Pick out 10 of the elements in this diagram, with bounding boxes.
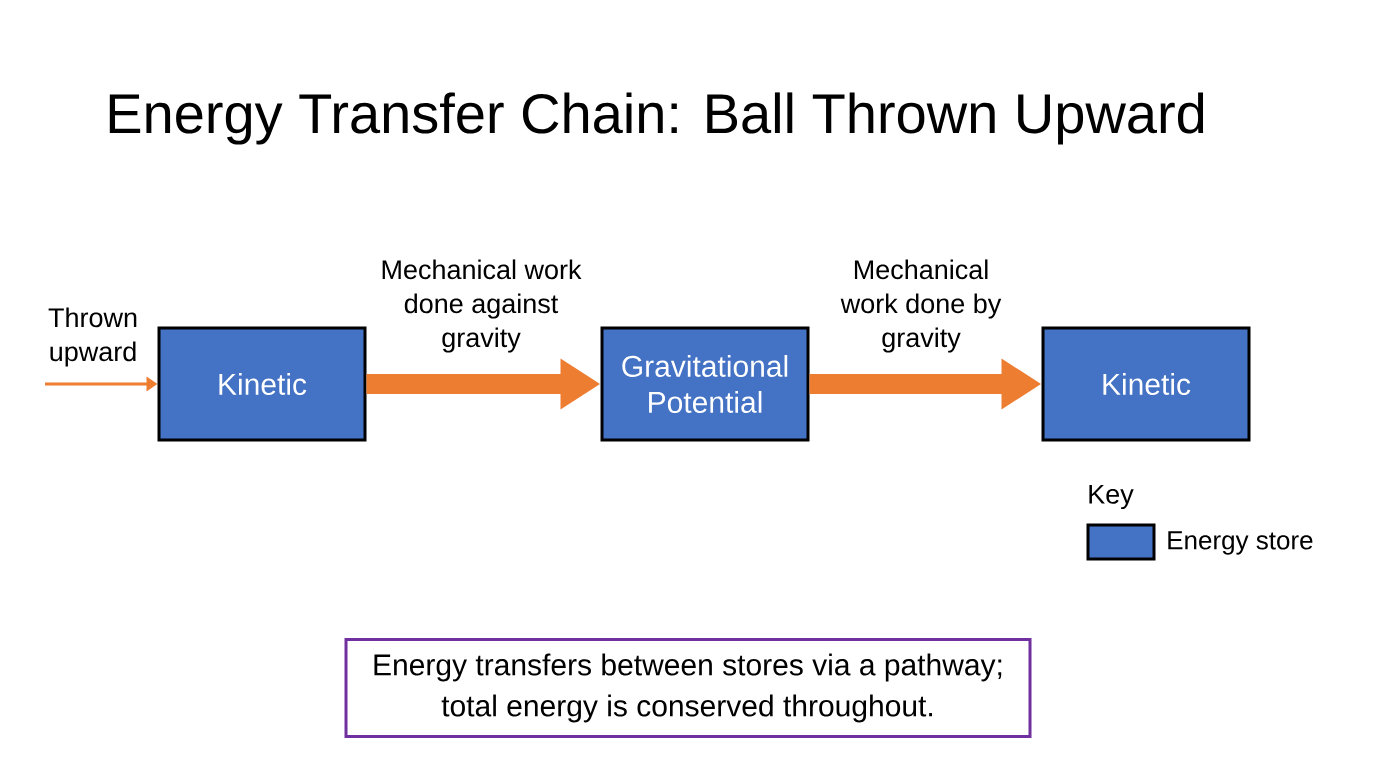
- energy-store-box: Kinetic: [1041, 326, 1251, 442]
- note-box: Energy transfers between stores via a pathway; total energy is conserved throughout.: [344, 638, 1032, 738]
- energy-store-box: Kinetic: [157, 326, 367, 442]
- title: Energy Transfer Chain: Ball Thrown Upward: [109, 92, 1204, 145]
- legend-label: Energy store: [1168, 531, 1313, 555]
- edge-label: Thrown upward: [48, 307, 137, 367]
- edge-label: Mechanical work done by gravity: [840, 259, 1002, 353]
- energy-store-box: Gravitational Potential: [600, 326, 810, 442]
- legend-title: Key: [1089, 484, 1134, 510]
- edge-label: Mechanical work done against gravity: [382, 259, 582, 353]
